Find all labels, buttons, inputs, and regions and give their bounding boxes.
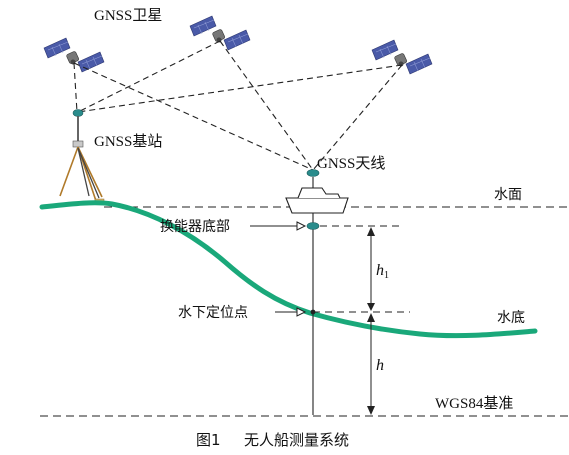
h-dimension — [367, 313, 375, 415]
seabed-label: 水底 — [497, 310, 525, 326]
satellite-middle — [189, 15, 251, 51]
base-station-label: GNSS基站 — [94, 133, 162, 150]
h1-label: h1 — [376, 262, 389, 281]
h1-dimension — [367, 227, 375, 311]
underwater-point-label: 水下定位点 — [178, 305, 248, 321]
figure-title: 无人船测量系统 — [244, 431, 349, 449]
seabed-line — [39, 200, 538, 339]
antenna-label: GNSS天线 — [317, 155, 385, 172]
satellites-label: GNSS卫星 — [94, 8, 162, 24]
base-station — [59, 109, 105, 205]
transducer-bottom-label: 换能器底部 — [160, 218, 230, 235]
water-surface-label: 水面 — [494, 187, 522, 203]
transducer — [306, 222, 320, 230]
gnss-antenna — [306, 169, 320, 177]
satellite-right — [371, 39, 433, 75]
figure-number: 图1 — [196, 431, 221, 449]
datum-label: WGS84基准 — [435, 395, 513, 412]
h-label: h — [376, 357, 384, 374]
boat — [285, 187, 349, 214]
signal-lines — [73, 40, 403, 171]
